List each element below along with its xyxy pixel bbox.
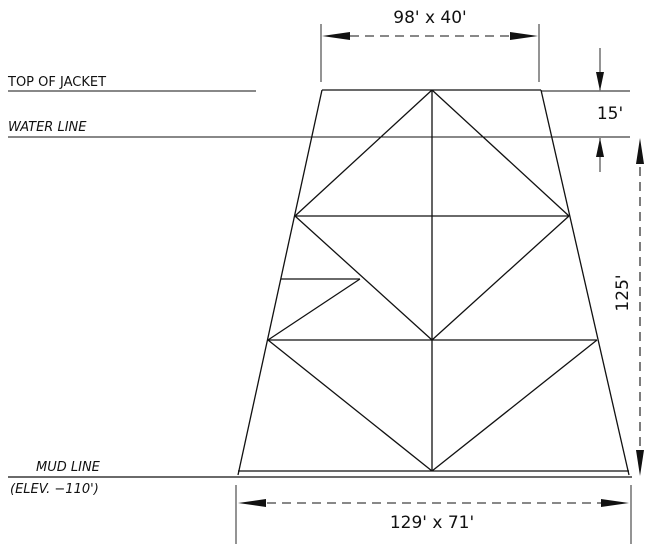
bottom-width-label: 129' x 71' bbox=[390, 513, 474, 533]
top-to-water-label: 15' bbox=[597, 104, 623, 124]
jacket-structure bbox=[237, 89, 630, 476]
bottom-width-dimension: 129' x 71' bbox=[235, 485, 632, 544]
top-width-dimension: 98' x 40' bbox=[320, 8, 540, 82]
level-lines bbox=[8, 90, 632, 478]
water-to-mud-arrow-up bbox=[636, 138, 644, 164]
top-of-jacket-label: TOP OF JACKET bbox=[7, 75, 106, 90]
top-to-water-arrow-down bbox=[596, 72, 604, 91]
water-line-label: WATER LINE bbox=[8, 120, 87, 135]
top-dim-arrow-left bbox=[322, 32, 350, 40]
water-to-mud-dimension: 125' bbox=[613, 138, 644, 476]
top-width-label: 98' x 40' bbox=[393, 8, 466, 28]
top-dim-arrow-right bbox=[510, 32, 538, 40]
mud-line-elevation-label: (ELEV. −110') bbox=[10, 482, 99, 497]
diagonal-brace-7 bbox=[431, 339, 598, 472]
jacket-right-leg bbox=[540, 89, 630, 476]
water-to-mud-arrow-down bbox=[636, 450, 644, 476]
jacket-left-leg bbox=[237, 89, 323, 476]
bottom-dim-arrow-left bbox=[238, 499, 266, 507]
diagonal-brace-3 bbox=[294, 215, 433, 341]
mud-line-label: MUD LINE bbox=[36, 460, 101, 475]
level-labels: TOP OF JACKET WATER LINE MUD LINE (ELEV.… bbox=[7, 75, 106, 497]
top-to-water-arrow-up bbox=[596, 138, 604, 157]
diagonal-brace-1 bbox=[294, 89, 433, 217]
water-to-mud-label: 125' bbox=[613, 274, 633, 311]
diagonal-brace-2 bbox=[431, 89, 570, 217]
diagonal-brace-5 bbox=[267, 278, 361, 341]
bottom-dim-arrow-right bbox=[601, 499, 629, 507]
top-to-water-dimension: 15' bbox=[596, 48, 623, 172]
diagonal-brace-4 bbox=[431, 215, 570, 341]
diagonal-brace-6 bbox=[267, 339, 433, 472]
